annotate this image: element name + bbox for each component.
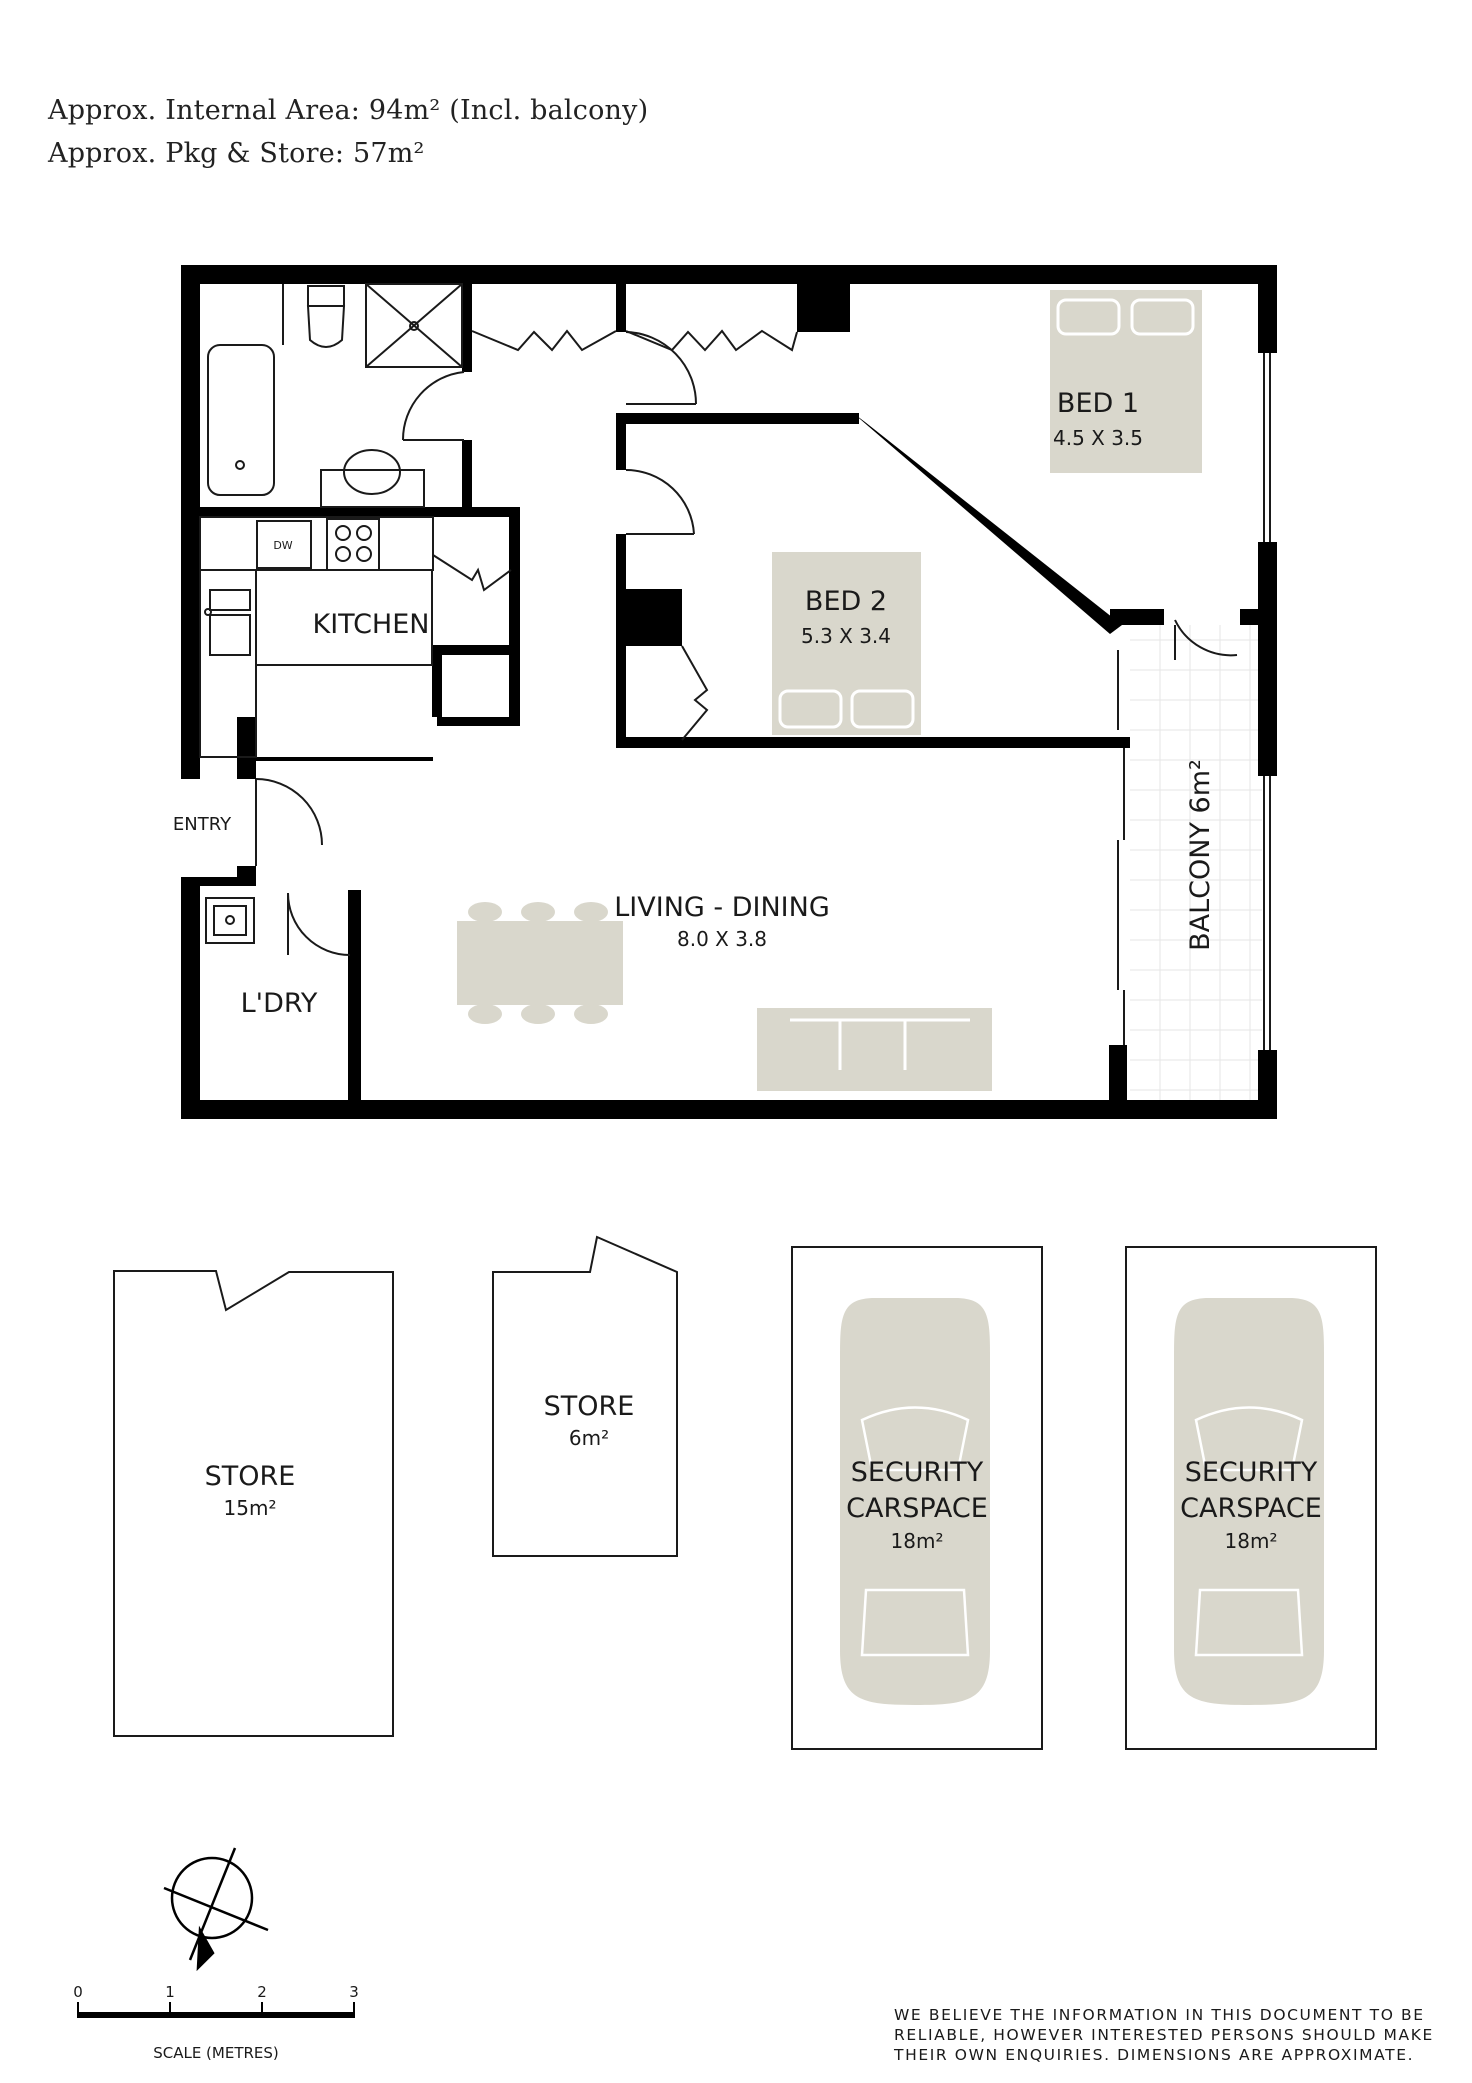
- internal-area-text: Approx. Internal Area: 94m² (Incl. balco…: [48, 95, 649, 126]
- scale-tick-3: 3: [349, 1983, 359, 2001]
- room-labels: BED 1 4.5 X 3.5 BED 2 5.3 X 3.4 KITCHEN …: [173, 388, 1322, 1553]
- carspace-1-label-line2: CARSPACE: [846, 1493, 988, 1524]
- bed2-bed: [772, 552, 921, 735]
- carspace-1-area: 18m²: [891, 1529, 944, 1553]
- outbuildings: [113, 1235, 1377, 1750]
- bed-details: [778, 298, 1195, 1070]
- bed2-label: BED 2: [805, 586, 887, 617]
- car-details: [860, 1406, 1304, 1657]
- scale-tick-1: 1: [165, 1983, 175, 2001]
- balcony-label: BALCONY 6m²: [1185, 759, 1216, 951]
- bed1-label: BED 1: [1057, 388, 1139, 419]
- store-small-label: STORE: [544, 1391, 635, 1422]
- store-large-area: 15m²: [224, 1496, 277, 1520]
- living-dining-size: 8.0 X 3.8: [677, 927, 767, 951]
- store-large-label: STORE: [205, 1461, 296, 1492]
- store-small-area: 6m²: [569, 1426, 609, 1450]
- furniture: [457, 290, 1324, 1705]
- living-dining-label: LIVING - DINING: [614, 892, 830, 923]
- laundry-label: L'DRY: [241, 988, 318, 1019]
- entry-label: ENTRY: [173, 814, 232, 835]
- sofa: [757, 1008, 992, 1091]
- carspace-1-outline: [791, 1246, 1043, 1750]
- walls: [181, 265, 1277, 1119]
- bed2-size: 5.3 X 3.4: [801, 624, 891, 648]
- disclaimer-text: WE BELIEVE THE INFORMATION IN THIS DOCUM…: [894, 2006, 1434, 2064]
- dining-chairs: [468, 902, 608, 1024]
- car-2: [1174, 1298, 1324, 1705]
- fixtures: [199, 283, 1271, 1050]
- dishwasher-label: DW: [273, 539, 292, 552]
- scale-bar: 0 1 2 3 SCALE (METRES): [73, 1983, 359, 2062]
- bed1-size: 4.5 X 3.5: [1053, 426, 1143, 450]
- balcony-tiles: [1130, 625, 1262, 1100]
- scale-tick-2: 2: [257, 1983, 267, 2001]
- carspace-2-outline: [1125, 1246, 1377, 1750]
- kitchen-label: KITCHEN: [313, 609, 430, 640]
- dining-table: [457, 921, 623, 1005]
- carspace-2-label-line1: SECURITY: [1185, 1457, 1318, 1488]
- car-1: [840, 1298, 990, 1705]
- carspace-2-label-line2: CARSPACE: [1180, 1493, 1322, 1524]
- store-large-outline: [113, 1270, 394, 1737]
- scale-label: SCALE (METRES): [153, 2044, 279, 2062]
- bed1-bed: [1050, 290, 1202, 473]
- store-small-outline: [492, 1235, 678, 1557]
- carspace-2-area: 18m²: [1225, 1529, 1278, 1553]
- carspace-1-label-line1: SECURITY: [851, 1457, 984, 1488]
- compass-icon: [163, 1847, 269, 1972]
- pkg-store-area-text: Approx. Pkg & Store: 57m²: [48, 138, 425, 169]
- scale-tick-0: 0: [73, 1983, 83, 2001]
